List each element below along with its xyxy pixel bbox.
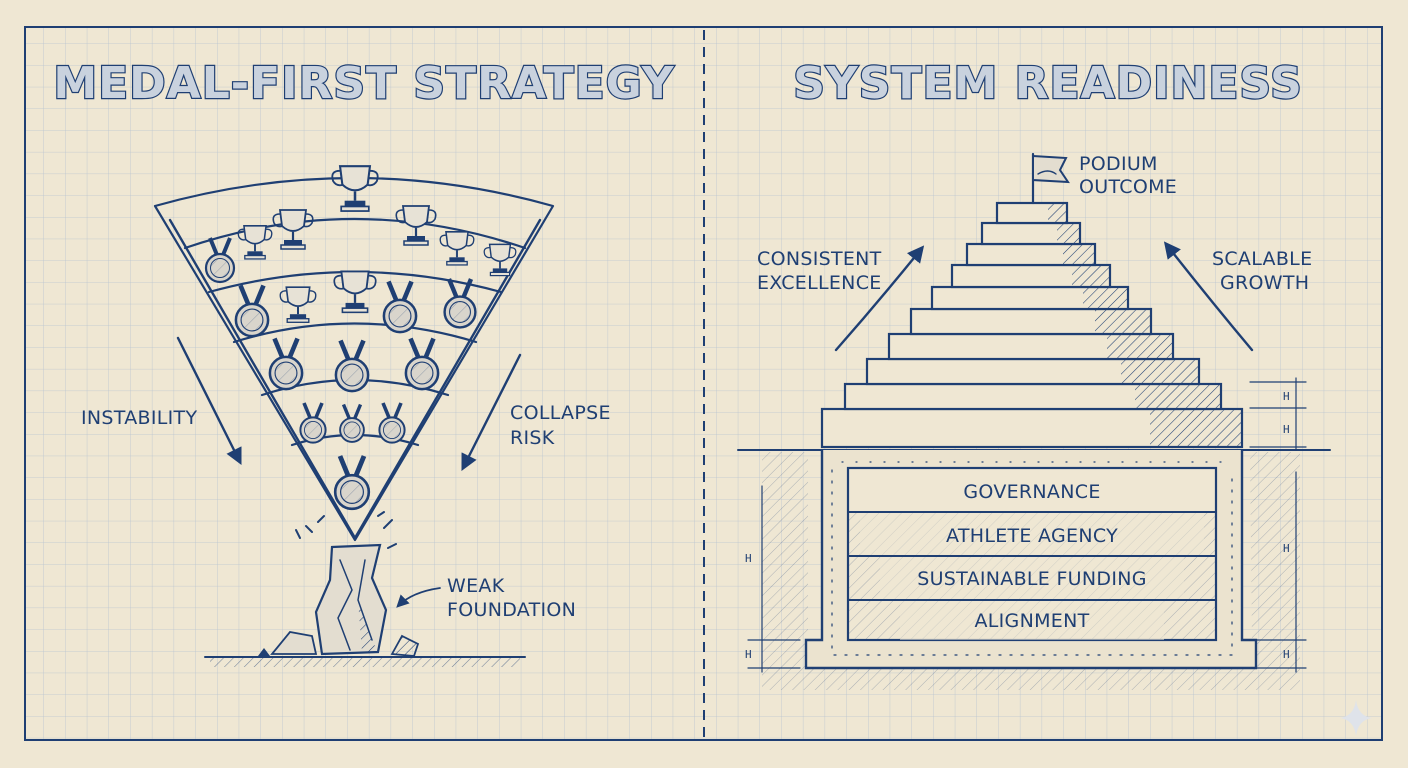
growth-label-line2: GROWTH — [1220, 272, 1309, 294]
svg-text:H: H — [1283, 648, 1290, 661]
medal-funnel — [153, 164, 555, 542]
arrow-down-left-icon — [176, 336, 242, 466]
arrow-up-right-icon — [834, 245, 925, 352]
svg-text:H: H — [1283, 542, 1290, 555]
foundation: GOVERNANCE ATHLETE AGENCY SUSTAINABLE FU… — [804, 450, 1258, 670]
layer-athlete-agency: ATHLETE AGENCY — [946, 525, 1118, 547]
layer-alignment: ALIGNMENT — [974, 610, 1089, 632]
weak-foundation-line1: WEAK — [447, 575, 505, 597]
stepped-pyramid — [820, 201, 1244, 449]
layer-sustainable-funding: SUSTAINABLE FUNDING — [917, 568, 1147, 590]
arrow-curved-icon — [396, 587, 441, 608]
weak-foundation-line2: FOUNDATION — [447, 599, 576, 621]
svg-text:H: H — [1283, 390, 1290, 403]
svg-text:H: H — [745, 552, 752, 565]
left-title: MEDAL-FIRST STRATEGY — [53, 58, 674, 109]
arrow-down-right-icon — [461, 353, 522, 471]
instability-label: INSTABILITY — [81, 407, 197, 429]
collapse-label-line2: RISK — [510, 427, 555, 449]
collapse-label-line1: COLLAPSE — [510, 402, 611, 424]
sparkle-icon — [1340, 700, 1372, 736]
layer-governance: GOVERNANCE — [963, 481, 1100, 503]
excellence-label-line2: EXCELLENCE — [757, 272, 882, 294]
flag-icon — [1031, 152, 1070, 205]
growth-label-line1: SCALABLE — [1212, 248, 1312, 270]
excellence-label-line1: CONSISTENT — [757, 248, 882, 270]
svg-text:H: H — [745, 648, 752, 661]
svg-text:H: H — [1283, 423, 1290, 436]
right-title: SYSTEM READINESS — [793, 58, 1303, 109]
arrow-up-left-icon — [1163, 241, 1254, 352]
dimension-lines: H H H H H H — [745, 377, 1307, 673]
podium-label-line1: PODIUM — [1079, 153, 1158, 175]
cracked-pedestal — [204, 511, 526, 667]
podium-label-line2: OUTCOME — [1079, 176, 1177, 198]
